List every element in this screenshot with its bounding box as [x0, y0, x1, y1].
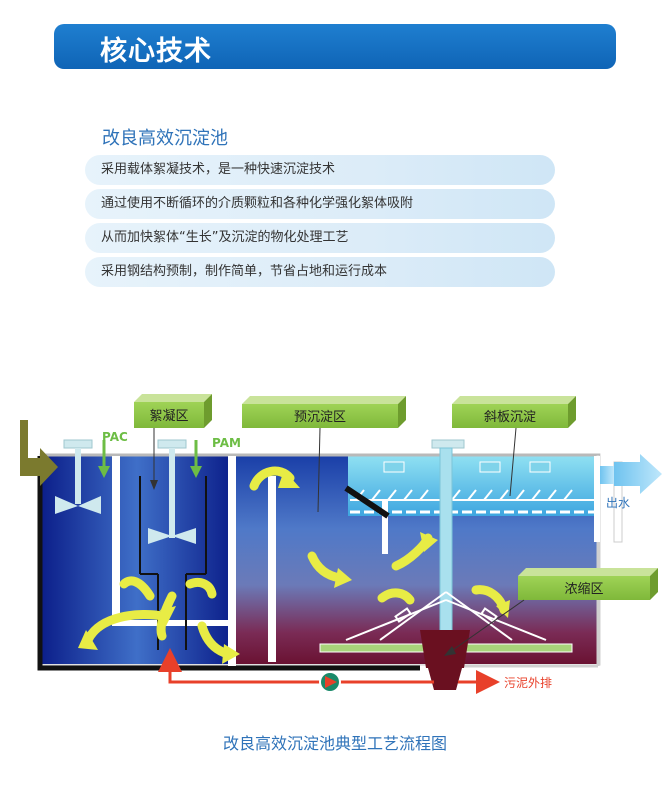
sludge-recirculation-line: [158, 648, 434, 684]
zone-label-pre-settling: 预沉淀区: [294, 410, 346, 425]
label-pre-settling-zone: 预沉淀区: [242, 396, 406, 513]
feature-list: 采用载体絮凝技术，是一种快速沉淀技术 通过使用不断循环的介质颗粒和各种化学强化絮…: [85, 155, 555, 291]
pam-label: PAM: [212, 436, 241, 450]
feature-item: 通过使用不断循环的介质颗粒和各种化学强化絮体吸附: [85, 189, 555, 219]
header-title: 核心技术: [100, 36, 212, 67]
feature-item: 从而加快絮体“生长”及沉淀的物化处理工艺: [85, 223, 555, 253]
label-flocculation-zone: 絮凝区: [134, 394, 212, 490]
label-thickening-zone: 浓缩区: [444, 568, 658, 656]
zone-label-inclined-plate: 斜板沉淀: [484, 410, 536, 425]
pac-label: PAC: [102, 430, 128, 444]
feature-item: 采用载体絮凝技术，是一种快速沉淀技术: [85, 155, 555, 185]
outlet-arrow: [614, 454, 662, 494]
zone-label-flocculation: 絮凝区: [149, 408, 188, 424]
header-bar: 核心技术: [54, 24, 616, 69]
inlet-arrow: [20, 420, 58, 486]
label-inclined-plate-zone: 斜板沉淀: [452, 396, 576, 497]
inclined-plates: [355, 489, 573, 501]
mixer-2: [148, 439, 196, 544]
section-title: 改良高效沉淀池: [102, 128, 228, 149]
zone-label-thickening: 浓缩区: [564, 581, 603, 597]
feature-item: 采用钢结构预制，制作简单，节省占地和运行成本: [85, 257, 555, 287]
outlet-label: 出水: [606, 496, 630, 510]
process-flow-diagram: PAC PAM 絮凝区 预沉淀区 斜板沉淀 浓缩区 出水 污泥外排: [20, 394, 662, 694]
diagram-caption: 改良高效沉淀池典型工艺流程图: [222, 734, 447, 753]
mixer-1: [55, 439, 101, 514]
sludge-discharge-label: 污泥外排: [504, 676, 552, 690]
